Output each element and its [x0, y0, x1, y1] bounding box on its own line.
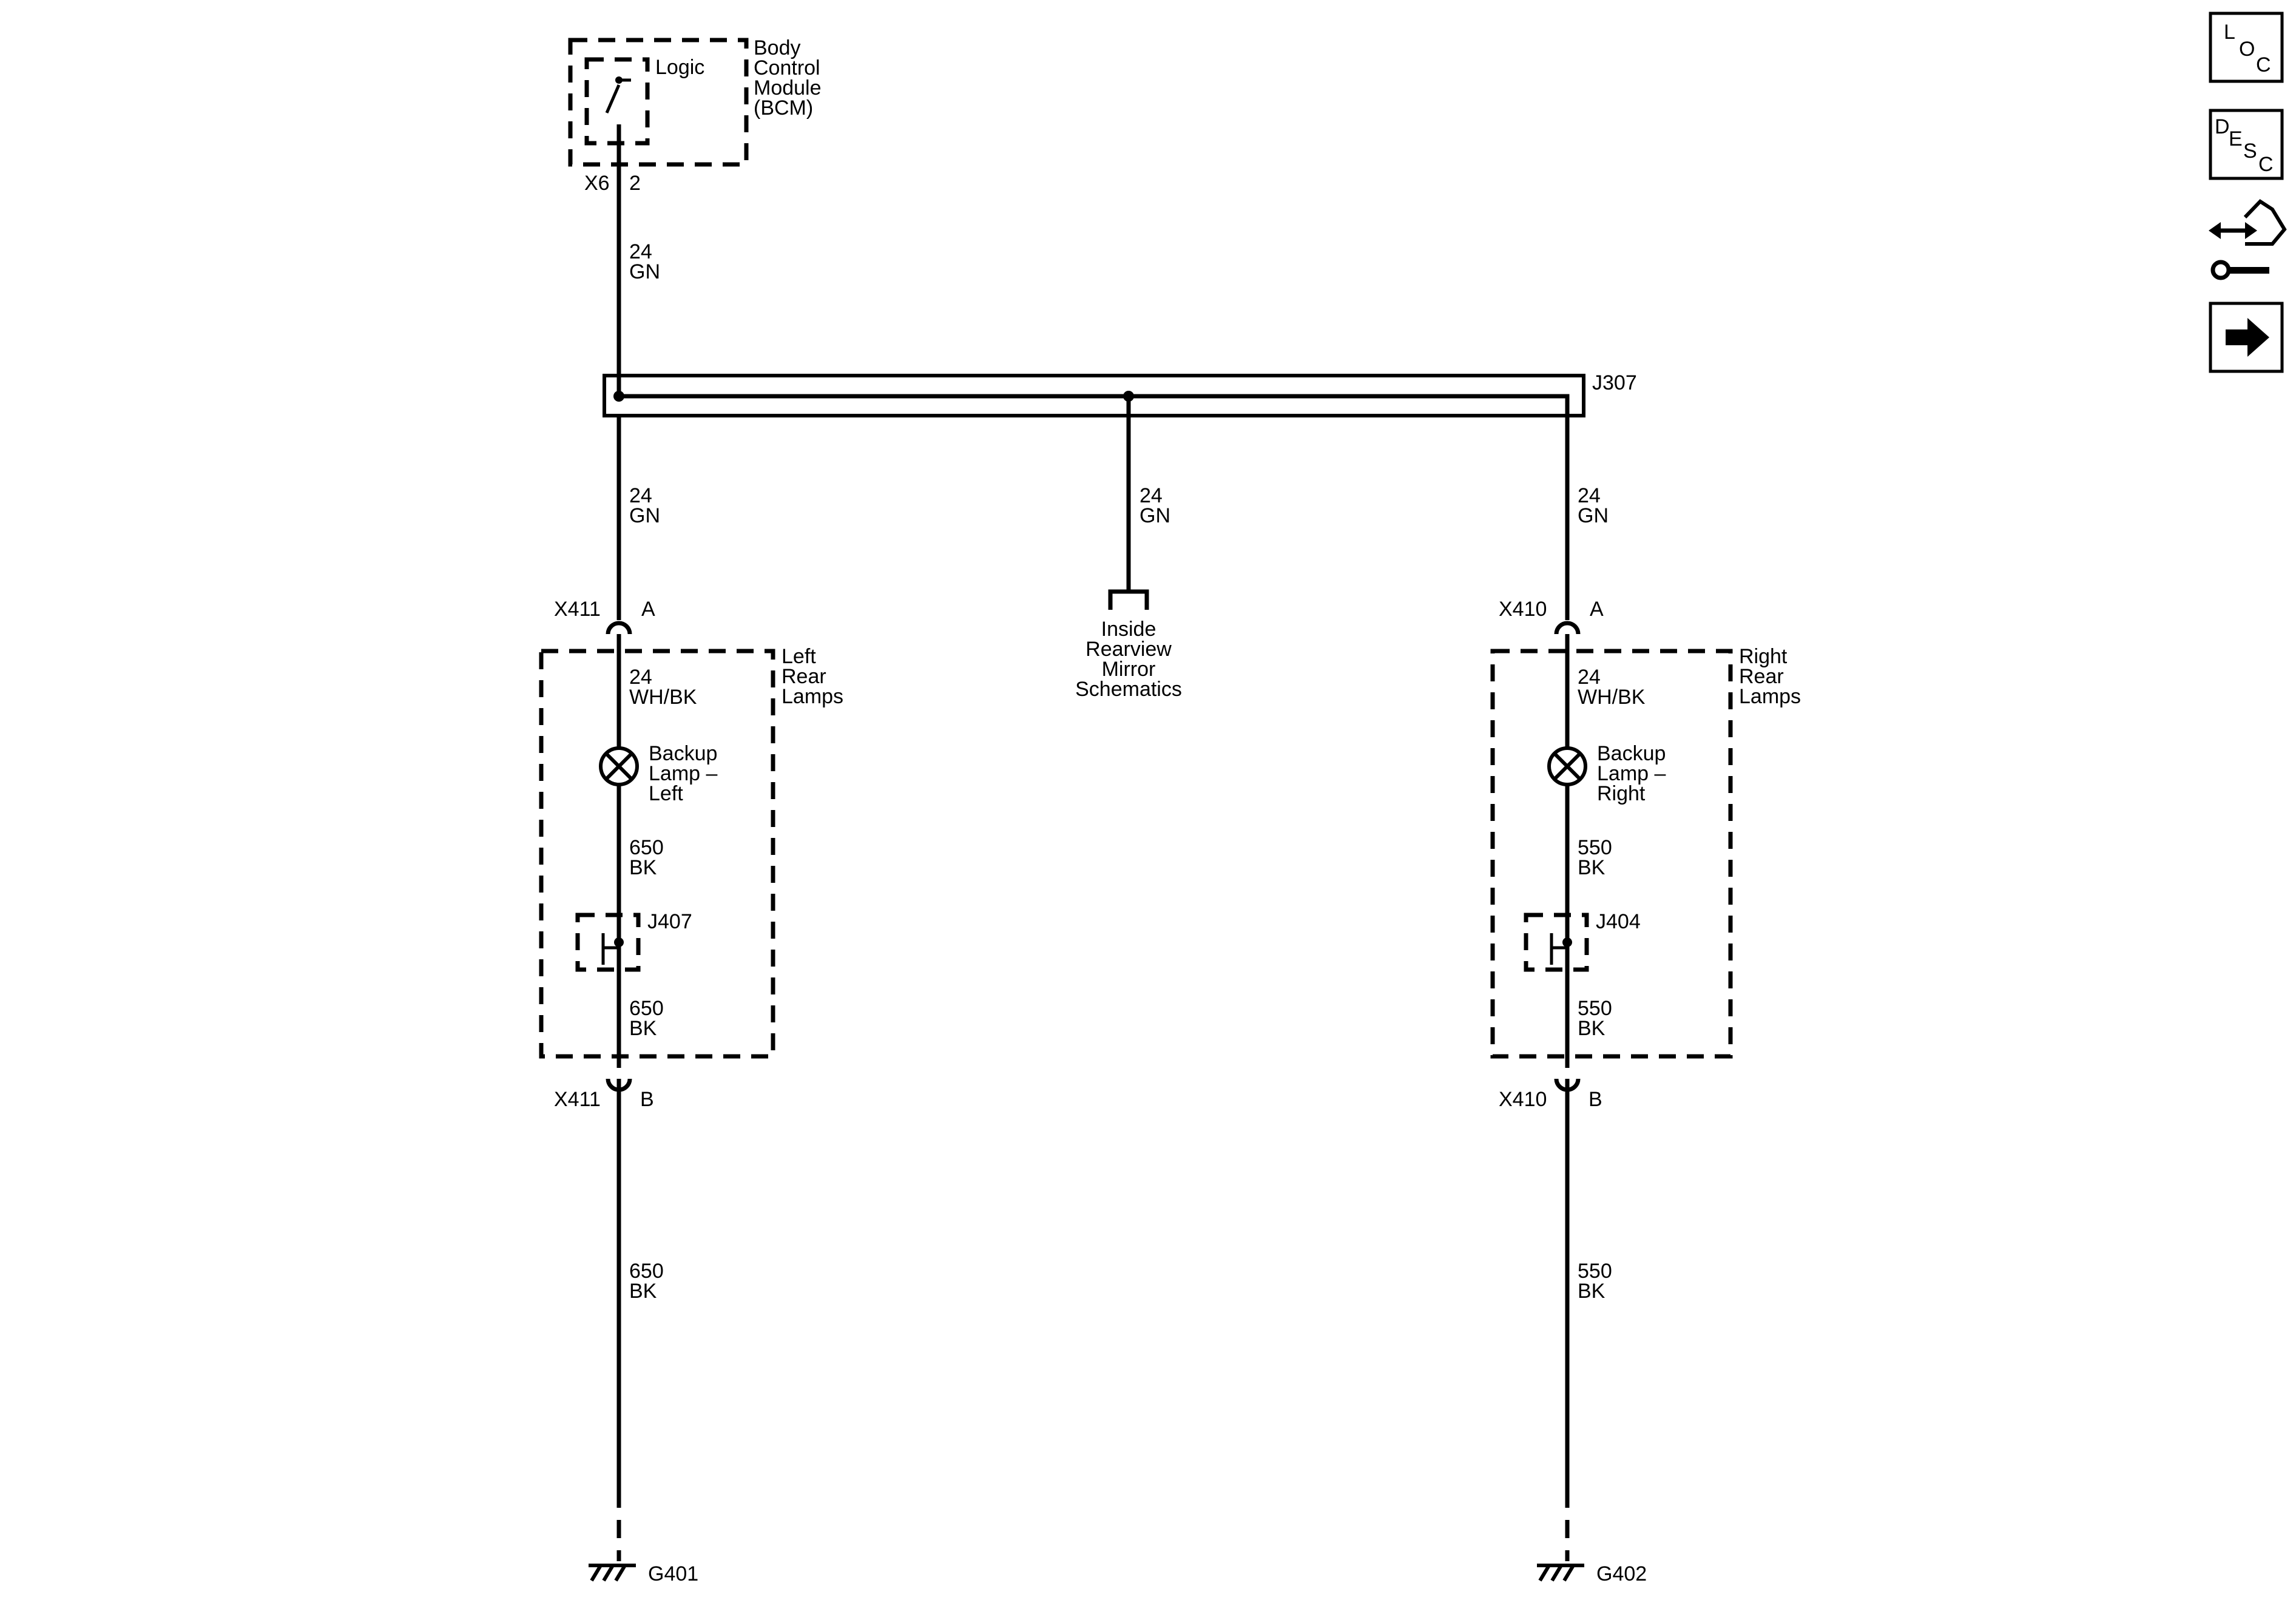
- right-ground-2-color: BK: [1578, 1017, 1606, 1040]
- right-ground-1-size: 550: [1578, 836, 1612, 859]
- mirror-reference-line-4: Schematics: [1075, 678, 1182, 701]
- desc-letter-d: D: [2215, 115, 2230, 138]
- logic-label: Logic: [655, 56, 704, 79]
- left-connector-top-icon: [606, 621, 632, 635]
- splice-j407-icon: [601, 933, 619, 965]
- ground-g402-label: G402: [1596, 1562, 1647, 1585]
- mirror-reference-line-1: Inside: [1101, 618, 1156, 641]
- right-feed-size: 24: [1578, 484, 1601, 507]
- splice-main-label: J307: [1592, 371, 1637, 394]
- body-control-module: Logic Body Control Module (BCM) X6 2: [568, 36, 822, 195]
- splice-pack-j307: J307: [603, 371, 1637, 417]
- desc-letter-e: E: [2229, 127, 2243, 150]
- bcm-name-line-1: Body: [754, 36, 801, 59]
- desc-button[interactable]: D E S C: [2209, 109, 2284, 180]
- left-assembly-line-1: Left: [782, 645, 816, 668]
- left-pin-top-label: A: [641, 598, 655, 621]
- left-ground-2-size: 650: [629, 997, 664, 1020]
- right-assembly-line-2: Rear: [1739, 665, 1784, 688]
- next-button[interactable]: [2209, 302, 2284, 373]
- splice-j404-outline: [1524, 913, 1589, 972]
- bcm-name-line-3: Module: [754, 76, 822, 100]
- bcm-outline: [568, 38, 749, 167]
- left-connector-bottom-label: X411: [554, 1088, 601, 1111]
- left-branch: 24 GN X411 A Left Rear Lamps 24 WH/BK Ba…: [539, 416, 843, 1585]
- splice-node-left: [613, 391, 624, 402]
- right-rear-lamps-outline: [1490, 649, 1733, 1059]
- splice-j404-icon: [1550, 933, 1567, 965]
- mirror-reference-line-2: Rearview: [1086, 638, 1172, 661]
- bcm-connector-label: X6: [584, 172, 610, 195]
- right-lamp-label-line-3: Right: [1597, 782, 1646, 805]
- ground-g402-icon: [1537, 1564, 1584, 1582]
- bcm-wire-size: 24: [629, 240, 652, 263]
- splice-j407-outline: [575, 913, 641, 972]
- left-ground-3-color: BK: [629, 1280, 657, 1303]
- splice-j404-label: J404: [1596, 910, 1641, 933]
- bcm-wire-color: GN: [629, 260, 660, 283]
- splice-pack-outline: [603, 374, 1585, 417]
- left-lamp-label-line-3: Left: [649, 782, 683, 805]
- right-lamp-feed-color: WH/BK: [1578, 686, 1646, 709]
- right-assembly-line-3: Lamps: [1739, 685, 1801, 708]
- left-ground-2-color: BK: [629, 1017, 657, 1040]
- ground-g401-label: G401: [648, 1562, 698, 1585]
- loc-letter-l: L: [2224, 21, 2235, 44]
- left-lamp-feed-color: WH/BK: [629, 686, 697, 709]
- left-lamp-label-line-2: Lamp –: [649, 762, 717, 785]
- left-assembly-line-3: Lamps: [782, 685, 843, 708]
- right-ground-3-size: 550: [1578, 1260, 1612, 1283]
- backup-lamp-right-icon: [1547, 746, 1587, 786]
- splice-bus: [619, 394, 1570, 416]
- right-branch: 24 GN X410 A Right Rear Lamps 24 WH/BK B…: [1490, 416, 1801, 1585]
- left-pin-bottom-label: B: [640, 1088, 654, 1111]
- mirror-reference-line-3: Mirror: [1102, 658, 1156, 681]
- left-lamp-label-line-1: Backup: [649, 742, 717, 765]
- left-ground-1-size: 650: [629, 836, 664, 859]
- bcm-name-line-2: Control: [754, 56, 820, 79]
- right-connector-top-label: X410: [1499, 598, 1547, 621]
- loc-letter-c: C: [2256, 53, 2271, 76]
- right-feed-color: GN: [1578, 504, 1609, 527]
- mirror-reference-bracket: [1108, 589, 1149, 610]
- right-ground-2-size: 550: [1578, 997, 1612, 1020]
- left-connector-top-label: X411: [554, 598, 601, 621]
- splice-j407-label: J407: [647, 910, 692, 933]
- left-feed-size: 24: [629, 484, 652, 507]
- left-assembly-line-2: Rear: [782, 665, 826, 688]
- right-pin-top-label: A: [1590, 598, 1604, 621]
- logic-switch-icon: [605, 76, 631, 143]
- right-lamp-feed-size: 24: [1578, 666, 1601, 689]
- right-pin-bottom-label: B: [1589, 1088, 1602, 1111]
- connector-wrench-icon[interactable]: [2209, 199, 2287, 280]
- backup-lamp-left-icon: [599, 746, 639, 786]
- center-wire-size: 24: [1140, 484, 1163, 507]
- right-connector-bottom-label: X410: [1499, 1088, 1547, 1111]
- left-rear-lamps-outline: [539, 649, 775, 1059]
- right-lamp-label-line-2: Lamp –: [1597, 762, 1666, 785]
- left-ground-3-size: 650: [629, 1260, 664, 1283]
- center-wire-color: GN: [1140, 504, 1170, 527]
- desc-letter-c: C: [2258, 153, 2274, 176]
- bcm-name-line-4: (BCM): [754, 96, 813, 120]
- loc-letter-o: O: [2239, 38, 2255, 61]
- bcm-pin-label: 2: [629, 172, 641, 195]
- right-lamp-label-line-1: Backup: [1597, 742, 1666, 765]
- left-lamp-feed-size: 24: [629, 666, 652, 689]
- left-ground-1-color: BK: [629, 856, 657, 879]
- arrow-right-icon: [2226, 318, 2269, 357]
- desc-letter-s: S: [2243, 140, 2257, 163]
- right-assembly-line-1: Right: [1739, 645, 1788, 668]
- loc-button[interactable]: L O C: [2209, 12, 2284, 83]
- right-connector-top-icon: [1554, 621, 1581, 635]
- ground-g401-icon: [589, 1564, 636, 1582]
- left-feed-color: GN: [629, 504, 660, 527]
- right-ground-3-color: BK: [1578, 1280, 1606, 1303]
- right-ground-1-color: BK: [1578, 856, 1606, 879]
